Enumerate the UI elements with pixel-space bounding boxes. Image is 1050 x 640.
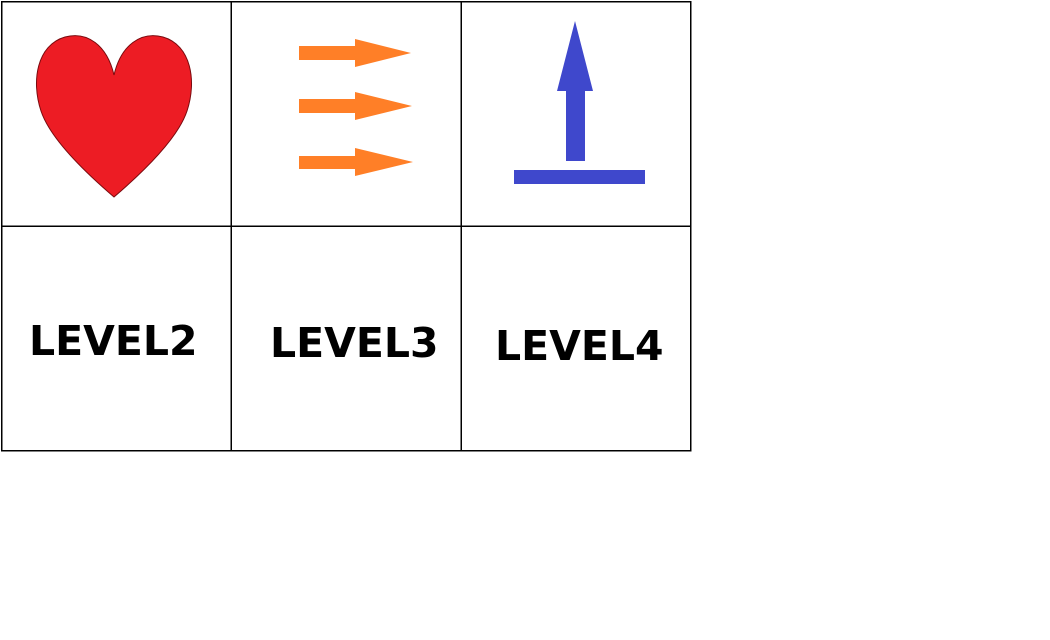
up-arrow-cell[interactable]	[461, 1, 691, 226]
right-arrow-icon	[299, 39, 411, 67]
up-arrow-icon	[557, 21, 593, 161]
right-arrow-icon	[299, 148, 413, 176]
level2-label: LEVEL2	[29, 317, 198, 365]
heart-icon	[35, 35, 193, 198]
level4-cell[interactable]: LEVEL4	[461, 226, 691, 451]
level2-cell[interactable]: LEVEL2	[1, 226, 231, 451]
right-arrow-icon	[299, 92, 412, 120]
up-arrow-on-bar-icon	[514, 21, 645, 184]
arrows-cell[interactable]	[231, 1, 461, 226]
triple-right-arrow-icon	[299, 39, 413, 176]
heart-cell[interactable]	[1, 1, 231, 226]
level3-cell[interactable]: LEVEL3	[231, 226, 461, 451]
ground-bar	[514, 170, 645, 184]
level3-label: LEVEL3	[270, 319, 439, 367]
level-grid: LEVEL2 LEVEL3 LEVEL4	[1, 1, 692, 452]
level4-label: LEVEL4	[495, 322, 664, 370]
